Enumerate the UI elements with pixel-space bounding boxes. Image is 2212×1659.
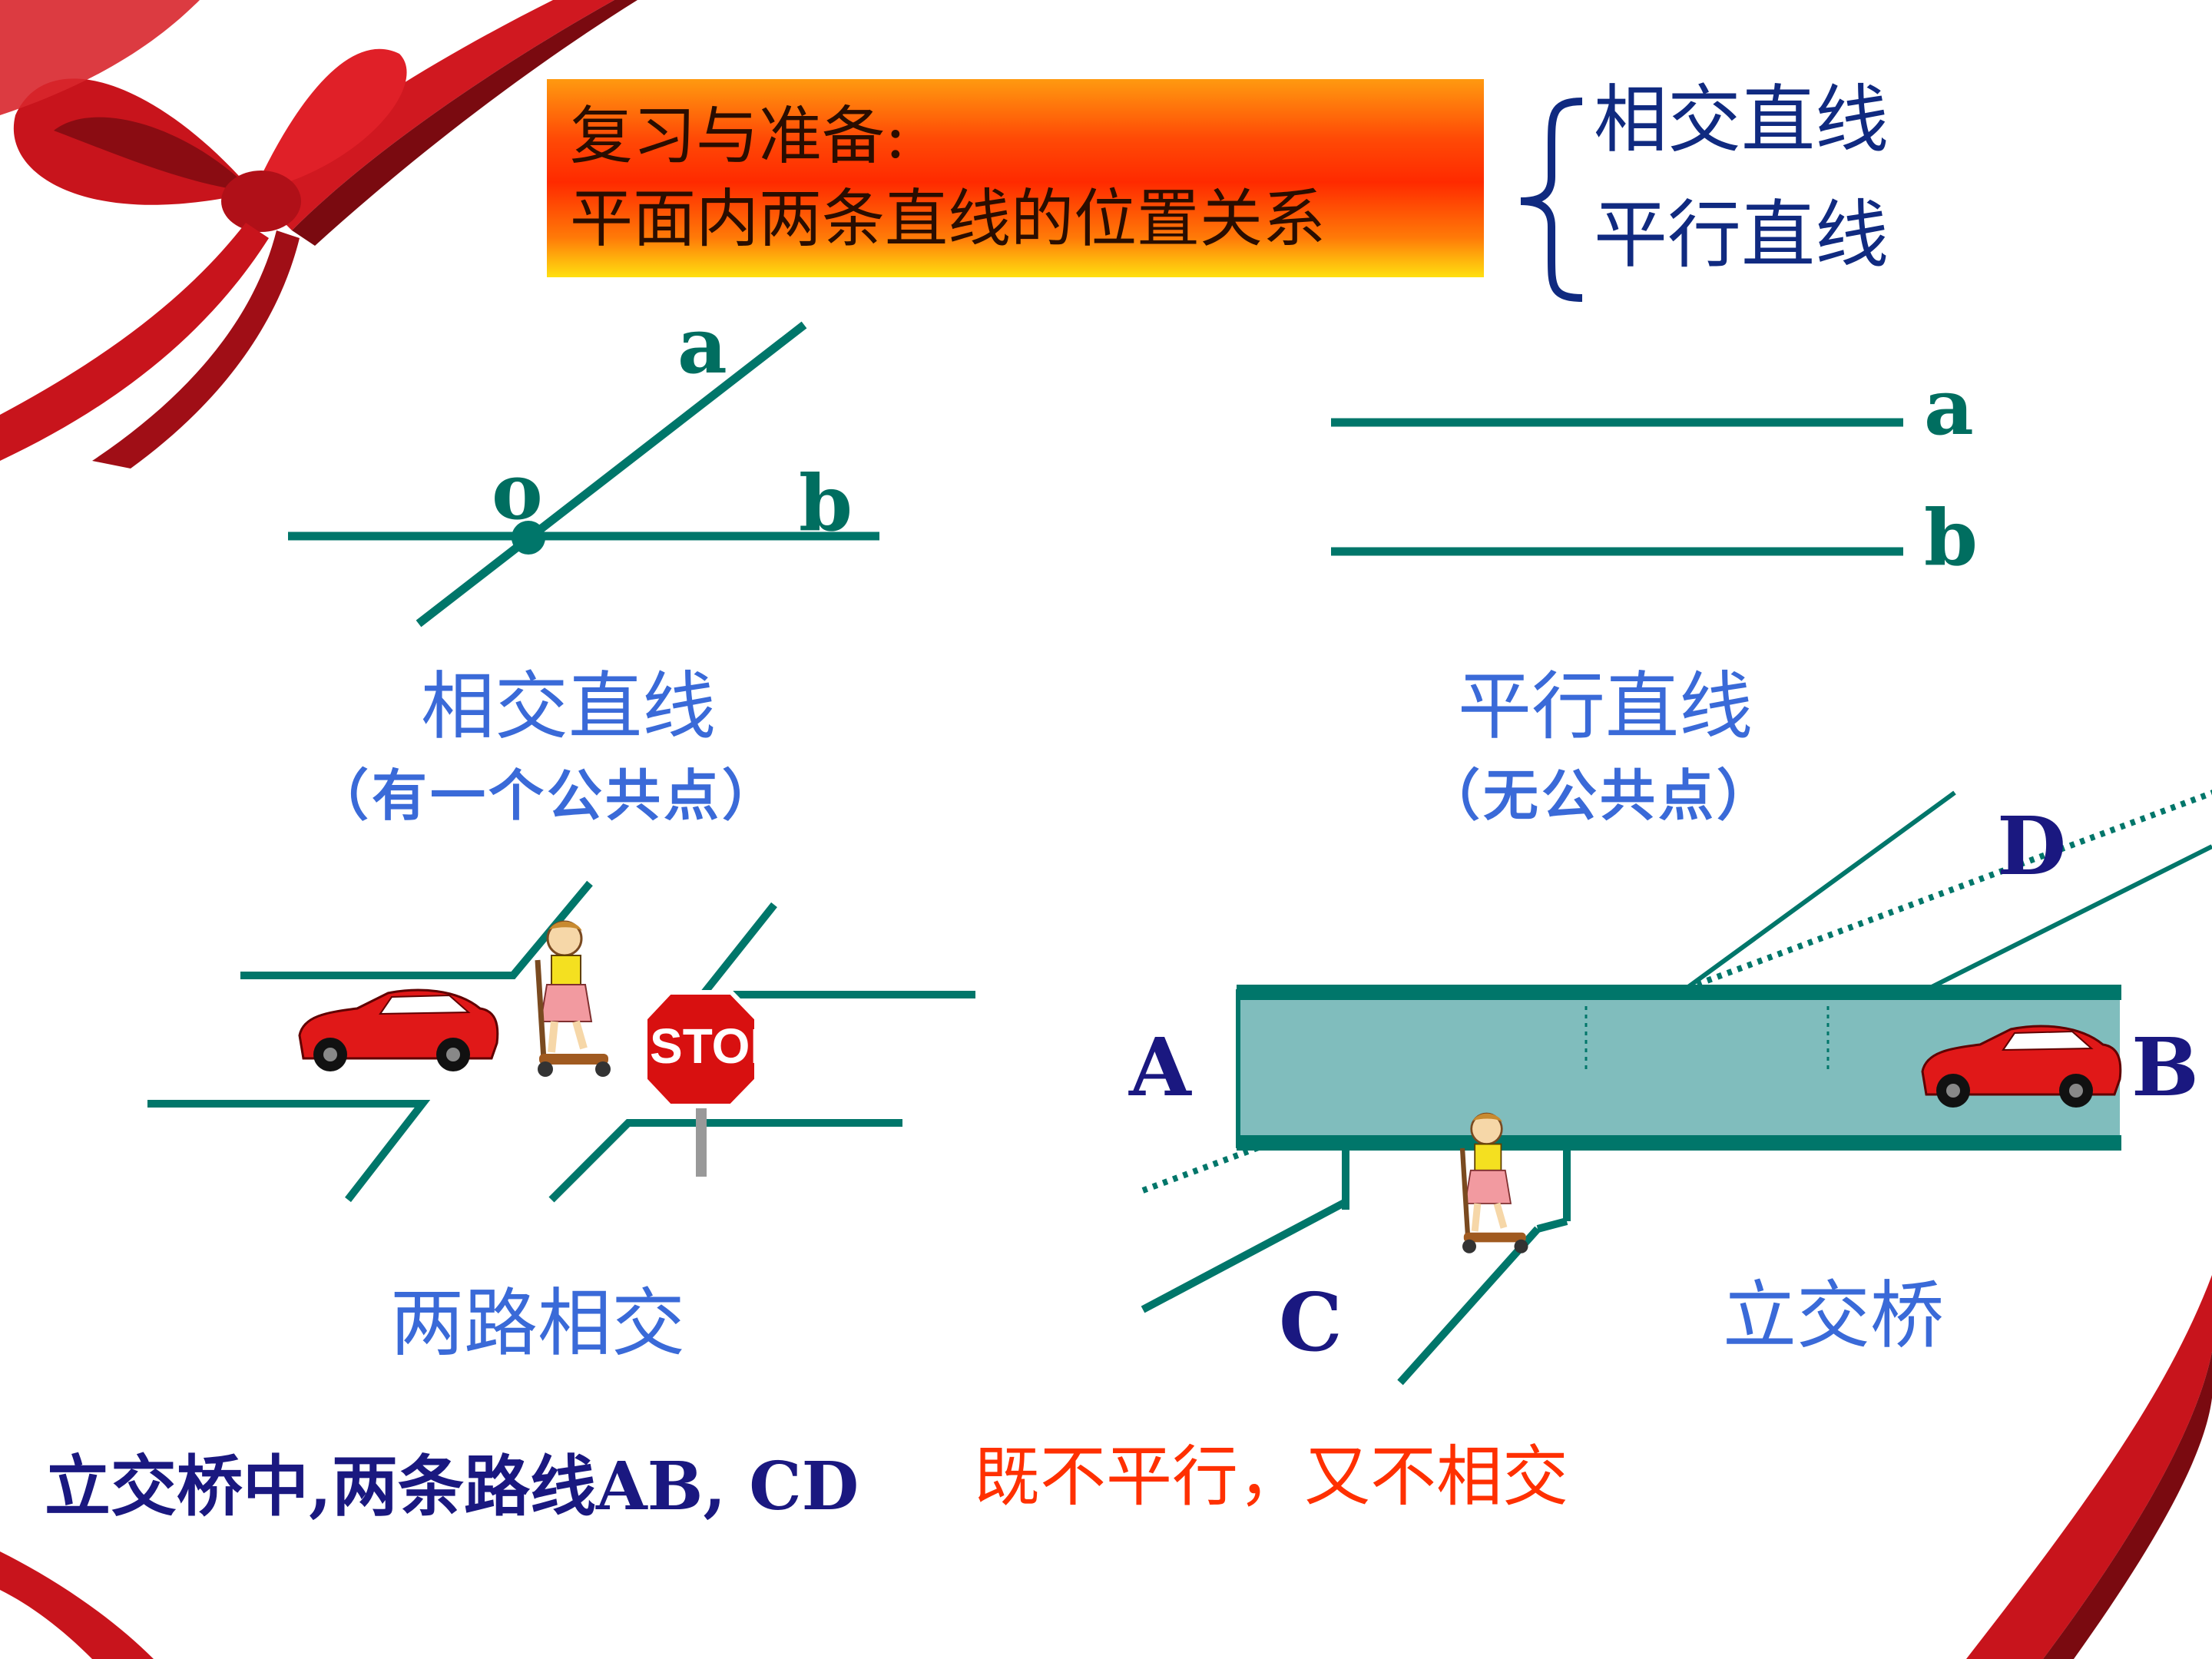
parallel-lines-figure (1331, 418, 1903, 556)
title-line-2: 平面内两条直线的位置关系 (570, 183, 1326, 256)
label-parallel-b: b (1924, 492, 1978, 583)
crossing-roads-figure (147, 880, 975, 1203)
label-B: B (2131, 1020, 2199, 1114)
bottom-conclusion: 既不平行，又不相交 (974, 1439, 1568, 1515)
caption-parallel: 平行直线 (1458, 664, 1753, 750)
label-C: C (1279, 1275, 1343, 1369)
relation-intersecting: 相交直线 (1594, 77, 1889, 163)
child-scooter-icon (1459, 1112, 1528, 1253)
label-A: A (1129, 1020, 1191, 1114)
child-scooter-icon (535, 920, 611, 1077)
relation-parallel: 平行直线 (1594, 192, 1889, 278)
red-car-icon (1921, 1025, 2122, 1108)
ribbon-bow-icon (0, 0, 637, 469)
red-car-icon (298, 988, 499, 1071)
caption-intersecting: 相交直线 (421, 664, 716, 750)
bottom-statement: 立交桥中,两条路线AB, CD (45, 1448, 859, 1525)
sub-parallel: （无公共点） (1425, 763, 1776, 828)
label-line-b: b (799, 458, 853, 548)
intersection-point (512, 521, 545, 555)
intersecting-lines-figure (288, 321, 879, 628)
caption-overpass: 立交桥 (1723, 1273, 1944, 1359)
label-D: D (1997, 799, 2067, 893)
label-line-a: a (677, 300, 727, 391)
title-line-1: 复习与准备: (570, 100, 906, 173)
sub-intersecting: （有一个公共点） (313, 763, 781, 828)
label-point-o: o (492, 446, 543, 537)
stop-sign-text: STOP (650, 1018, 783, 1074)
label-parallel-a: a (1924, 362, 1974, 452)
caption-roads: 两路相交 (390, 1280, 685, 1366)
line-a (416, 321, 807, 628)
stop-sign-icon (643, 990, 759, 1177)
title-box: 复习与准备: 平面内两条直线的位置关系 (547, 79, 1484, 277)
